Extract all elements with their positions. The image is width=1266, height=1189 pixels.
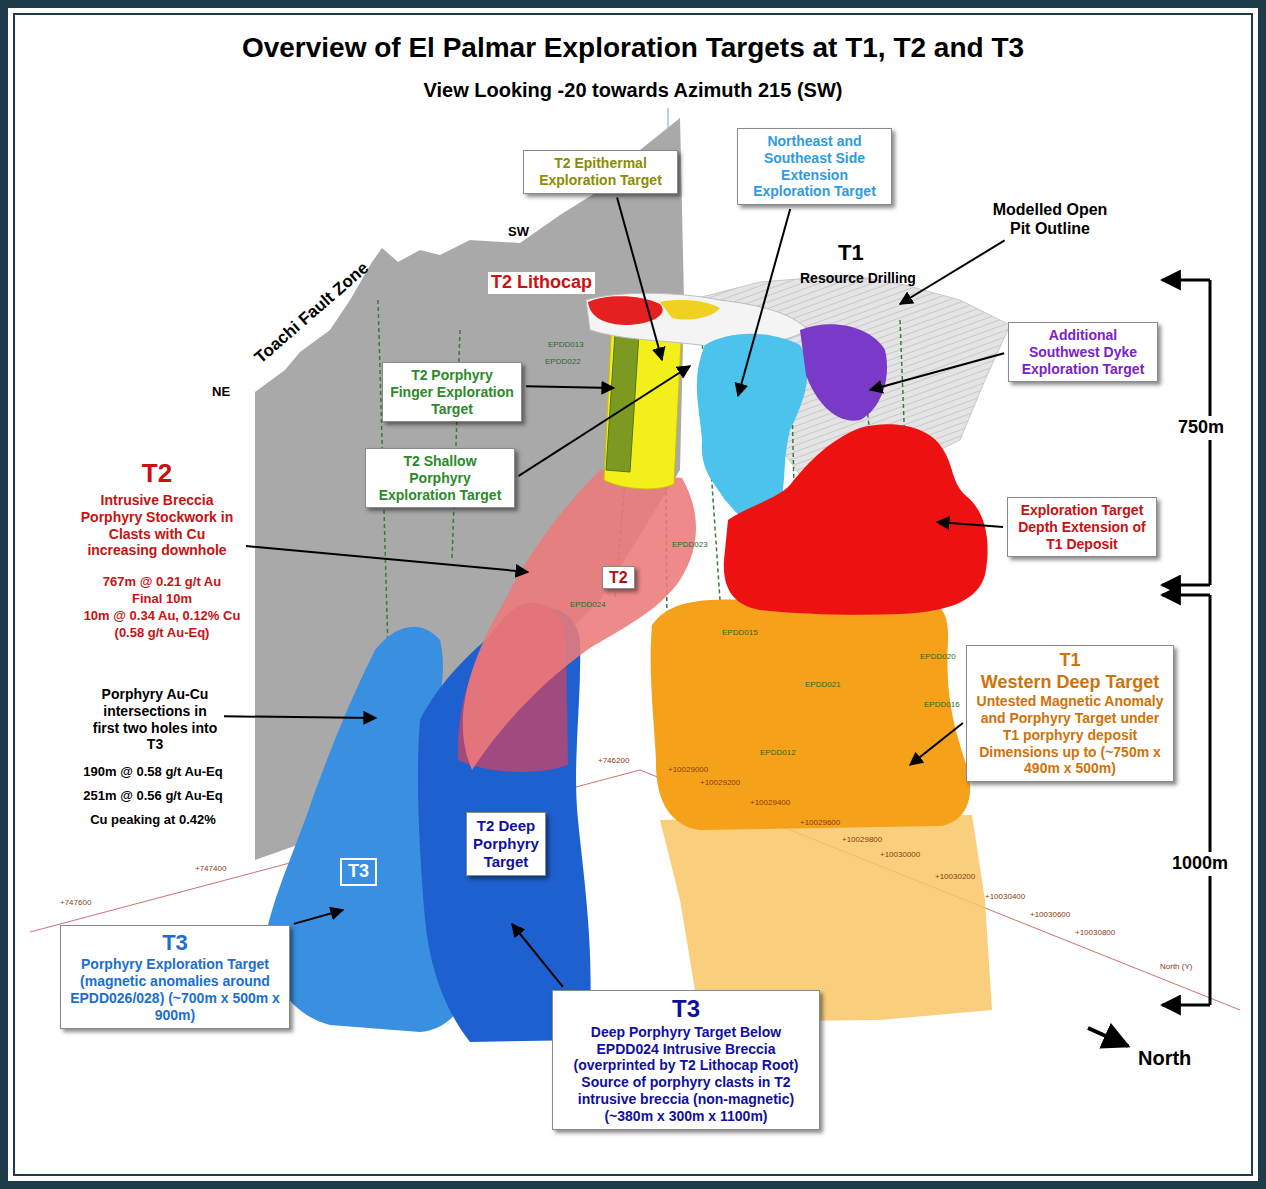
callout-box: T2 Porphyry Finger Exploration Target <box>382 362 522 422</box>
callout-text: Porphyry Exploration Target (magnetic an… <box>67 956 283 1023</box>
annotation-text: (0.58 g/t Au-Eq) <box>62 625 262 641</box>
leader-arrow <box>738 209 790 396</box>
coordinate-label: +10030600 <box>1030 910 1070 920</box>
annotation-text: 190m @ 0.58 g/t Au-Eq <box>58 764 248 780</box>
leader-arrow <box>512 924 563 987</box>
annotation-text: Intrusive Breccia Porphyry Stockwork in … <box>72 492 242 559</box>
ground <box>8 8 1258 1181</box>
callout-text: Additional Southwest Dyke Exploration Ta… <box>1015 327 1151 377</box>
annotation-text: 251m @ 0.56 g/t Au-Eq <box>58 788 248 804</box>
callout-box: Additional Southwest Dyke Exploration Ta… <box>1008 322 1158 382</box>
coordinate-label: +10029400 <box>750 798 790 808</box>
callout-box: T2 <box>602 566 635 589</box>
t2-lithocap-yellow <box>660 300 720 320</box>
annotation-text: 750m <box>1176 416 1226 440</box>
coordinate-label: +747400 <box>195 864 226 874</box>
annotation-text: Modelled Open Pit Outline <box>990 200 1110 238</box>
annotation-text: T2 <box>72 458 242 489</box>
callout-text: T2 Porphyry Finger Exploration Target <box>389 367 515 417</box>
annotation-text: 10m @ 0.34 Au, 0.12% Cu <box>62 608 262 624</box>
callout-text: Western Deep Target <box>973 672 1167 694</box>
annotation-text: Toachi Fault Zone <box>230 240 394 387</box>
callout-box: T3 <box>340 858 377 886</box>
coordinate-label: EPDD016 <box>924 700 960 710</box>
t2-porphyry-finger <box>606 318 640 472</box>
callout-box: Northeast and Southeast Side Extension E… <box>737 128 892 205</box>
coordinate-label: +10030200 <box>935 872 975 882</box>
leader-arrow <box>224 716 376 718</box>
callout-box: T3Porphyry Exploration Target (magnetic … <box>60 925 290 1029</box>
coordinate-label: +10029000 <box>668 765 708 775</box>
callout-text: T2 <box>609 568 628 587</box>
callout-text: Deep Porphyry Target Below EPDD024 Intru… <box>559 1024 813 1125</box>
callout-text: T2 Deep Porphyry Target <box>473 817 539 871</box>
leader-arrow <box>294 910 343 924</box>
coordinate-label: EPDD012 <box>760 748 796 758</box>
leader-arrow <box>526 386 614 388</box>
coordinate-label: EPDD015 <box>722 628 758 638</box>
leader-arrow <box>617 197 662 360</box>
t1-depth-extension <box>724 424 988 614</box>
callout-box: T2 Epithermal Exploration Target <box>523 150 678 194</box>
leader-arrow <box>910 723 963 765</box>
annotation-text: NE <box>212 384 230 400</box>
annotation-text: Final 10m <box>62 591 262 607</box>
t2-shallow-porphyry <box>604 318 682 489</box>
annotation-text: T1 <box>838 240 864 266</box>
coordinate-label: EPDD020 <box>920 652 956 662</box>
coordinate-label: +10029600 <box>800 818 840 828</box>
title: Overview of El Palmar Exploration Target… <box>0 32 1266 64</box>
callout-box: T2 Deep Porphyry Target <box>466 812 546 876</box>
callout-text: Untested Magnetic Anomaly and Porphyry T… <box>973 693 1167 777</box>
coordinate-label: +10030400 <box>985 892 1025 902</box>
coordinate-label: EPDD013 <box>548 340 584 350</box>
annotation-text: Porphyry Au-Cu intersections in first tw… <box>90 686 220 753</box>
t2-breccia-body <box>463 470 696 770</box>
annotation-text: North <box>1138 1046 1191 1070</box>
leader-arrow <box>246 546 528 572</box>
coordinate-label: EPDD022 <box>545 357 581 367</box>
t1-western-deep <box>651 596 971 830</box>
coordinate-label: EPDD024 <box>570 600 606 610</box>
annotation-text: T2 Lithocap <box>488 272 595 294</box>
southwest-dyke <box>800 324 887 420</box>
coordinate-label: +10029200 <box>700 778 740 788</box>
callout-text: T2 Epithermal Exploration Target <box>530 155 671 189</box>
annotation-text: View Looking -20 towards Azimuth 215 (SW… <box>0 78 1266 102</box>
callout-box: T3Deep Porphyry Target Below EPDD024 Int… <box>552 990 820 1130</box>
callout-text: T3 <box>559 995 813 1024</box>
coordinate-label: +747600 <box>60 898 91 908</box>
leader-arrow <box>518 366 690 476</box>
callout-box: T1Western Deep TargetUntested Magnetic A… <box>966 645 1174 782</box>
coordinate-label: EPDD021 <box>805 680 841 690</box>
callout-box: Exploration Target Depth Extension of T1… <box>1007 497 1157 557</box>
coordinate-label: +10030000 <box>880 850 920 860</box>
annotation-text: Resource Drilling <box>800 270 916 287</box>
annotation-text: 1000m <box>1170 852 1230 876</box>
callout-text: T3 <box>67 930 283 956</box>
coordinate-label: EPDD023 <box>672 540 708 550</box>
callout-text: Exploration Target Depth Extension of T1… <box>1014 502 1150 552</box>
callout-box: T2 Shallow Porphyry Exploration Target <box>365 448 515 508</box>
north-arrow <box>1088 1028 1128 1046</box>
leader-arrow <box>870 353 1004 390</box>
callout-text: T3 <box>348 861 369 883</box>
callout-text: Northeast and Southeast Side Extension E… <box>744 133 885 200</box>
dimension-bracket <box>1162 280 1210 1005</box>
callout-text: T2 Shallow Porphyry Exploration Target <box>372 453 508 503</box>
coordinate-label: +10030800 <box>1075 928 1115 938</box>
annotation-text: Cu peaking at 0.42% <box>58 812 248 828</box>
annotation-text: SW <box>508 224 529 240</box>
callout-text: T1 <box>973 650 1167 672</box>
coordinate-label: +10029800 <box>842 835 882 845</box>
coordinate-label: +746200 <box>598 756 629 766</box>
coordinate-label: North (Y) <box>1160 962 1192 972</box>
leader-arrow <box>937 522 1003 527</box>
annotation-text: 767m @ 0.21 g/t Au <box>62 574 262 590</box>
inner-frame <box>14 14 1252 1175</box>
